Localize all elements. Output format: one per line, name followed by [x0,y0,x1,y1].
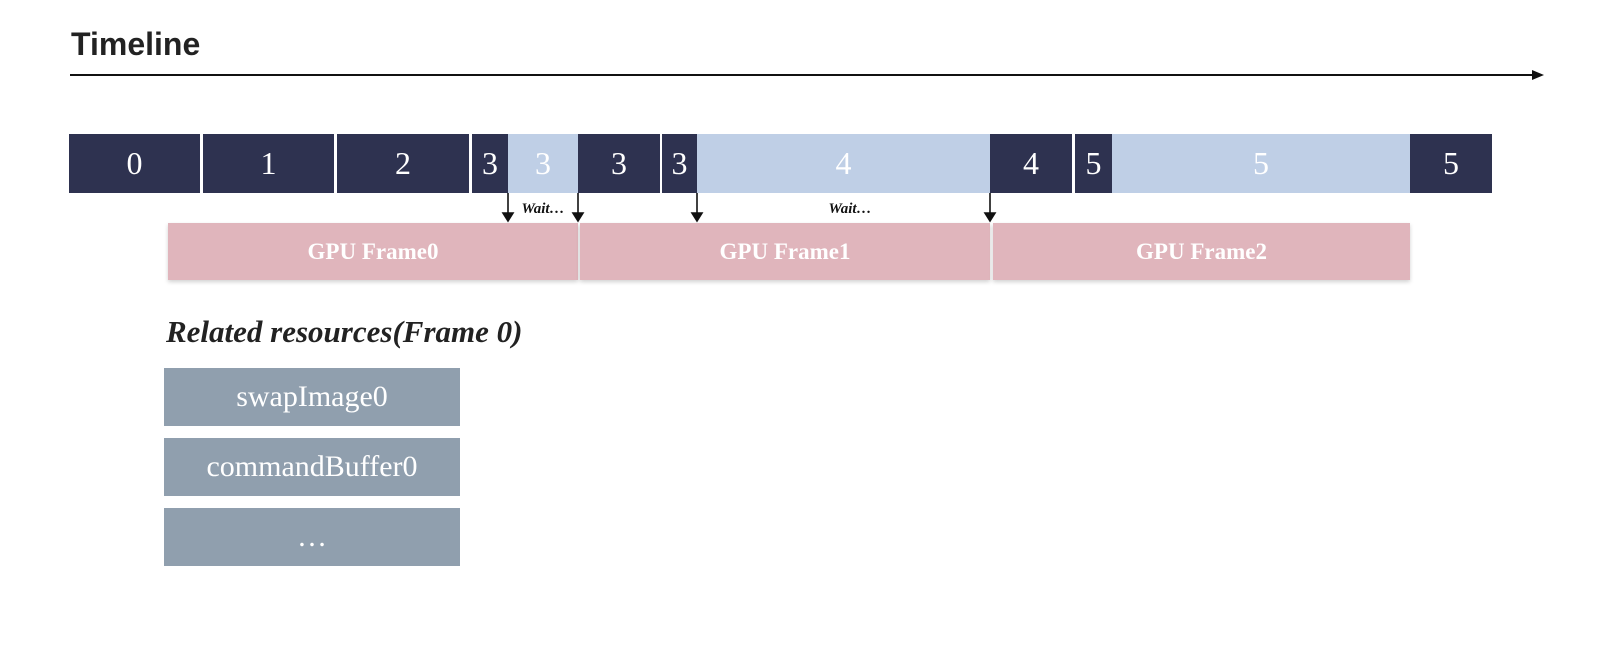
resource-item: swapImage0 [164,368,460,426]
sync-arrow [690,193,704,223]
cpu-frame-cell: 5 [1075,134,1112,193]
cpu-frame-cell: 2 [337,134,469,193]
wait-label: Wait… [521,200,565,217]
sync-arrow [571,193,585,223]
cpu-frame-cell: 3 [578,134,660,193]
sync-arrow [983,193,997,223]
related-resources-heading: Related resources(Frame 0) [166,314,523,349]
cpu-frame-cell: 1 [203,134,334,193]
cpu-wait-cell: 3 [508,134,578,193]
gpu-frame-block: GPU Frame2 [993,223,1410,280]
cpu-frame-cell: 3 [472,134,508,193]
gpu-frame-block: GPU Frame0 [168,223,578,280]
timeline-title: Timeline [71,26,201,62]
cpu-frame-cell: 0 [69,134,200,193]
timeline-axis-arrowhead [1532,70,1544,80]
cpu-wait-cell: 5 [1112,134,1410,193]
resource-item: commandBuffer0 [164,438,460,496]
sync-arrow [501,193,515,223]
wait-label: Wait… [828,200,872,217]
resource-item: … [164,508,460,566]
gpu-frame-block: GPU Frame1 [580,223,990,280]
cpu-wait-cell: 4 [697,134,990,193]
cpu-frame-cell: 4 [990,134,1072,193]
cpu-frame-cell: 3 [662,134,697,193]
cpu-frame-cell: 5 [1410,134,1492,193]
